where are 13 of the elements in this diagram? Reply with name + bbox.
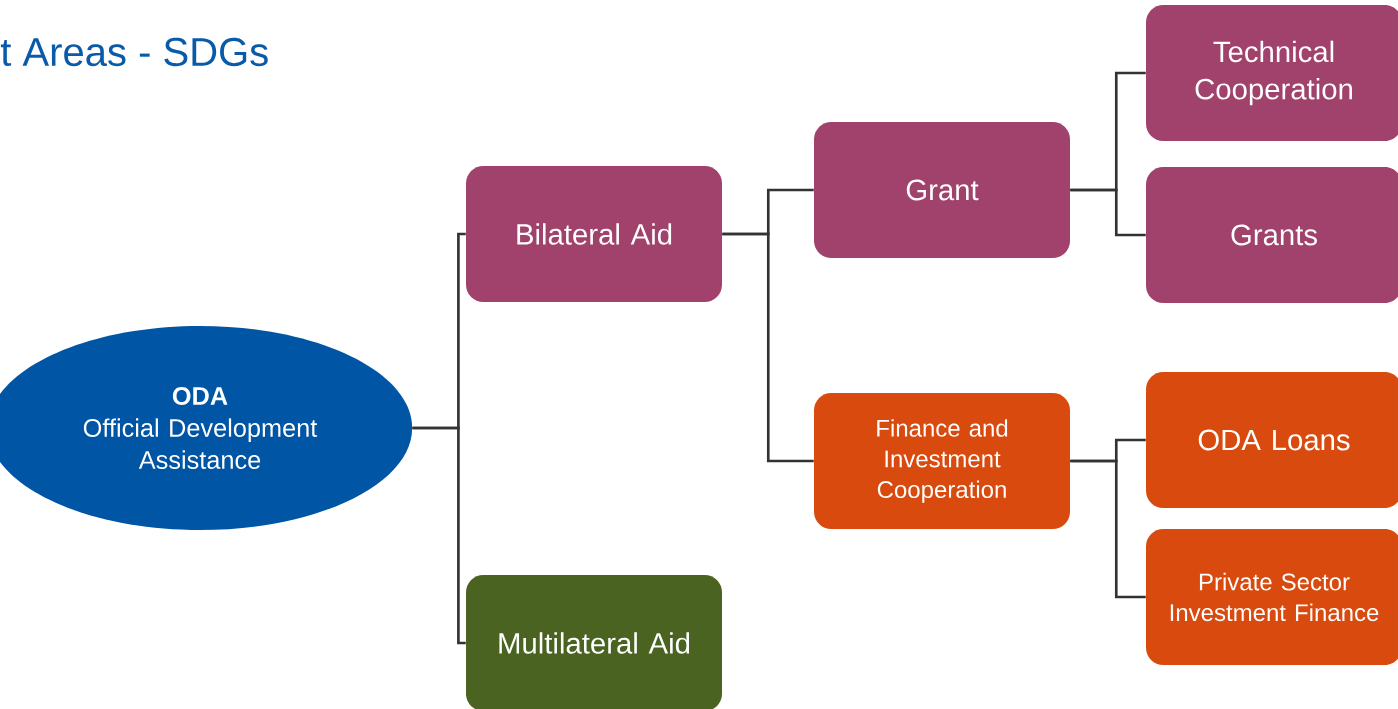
process-box: Grants bbox=[1146, 167, 1398, 303]
process-box: Grant bbox=[814, 122, 1070, 258]
process-box: Finance and Investment Cooperation bbox=[814, 393, 1070, 529]
process-box: Bilateral Aid bbox=[466, 166, 722, 302]
process-box: Technical Cooperation bbox=[1146, 5, 1398, 141]
connector bbox=[412, 426, 466, 645]
process-box: ODA Loans bbox=[1146, 372, 1398, 508]
title: t Areas - SDGs bbox=[0, 37, 268, 67]
connector bbox=[1070, 188, 1146, 237]
process-box: Private Sector Investment Finance bbox=[1146, 529, 1398, 665]
connector bbox=[722, 232, 814, 463]
process-box: Multilateral Aid bbox=[466, 575, 722, 709]
connector bbox=[1070, 459, 1146, 599]
